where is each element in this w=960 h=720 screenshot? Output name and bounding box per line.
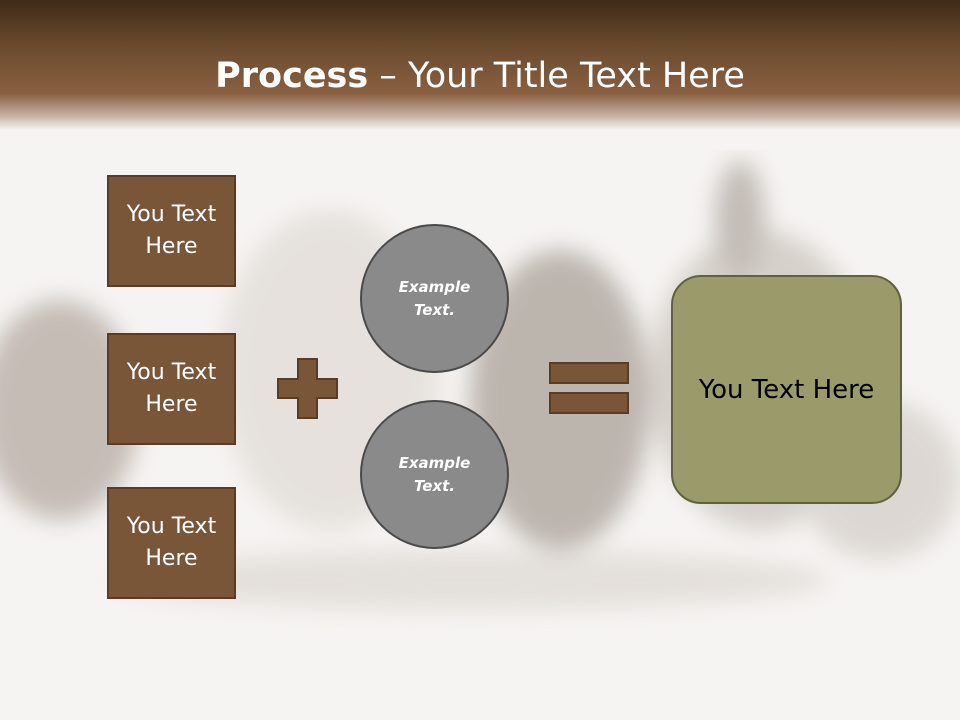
equals-icon [549, 362, 629, 414]
title-bar [0, 0, 960, 130]
slide-title: Process – Your Title Text Here [0, 54, 960, 98]
result-box-label: You Text Here [698, 374, 875, 405]
text-box: You Text Here [107, 333, 236, 445]
text-box-label: You Text Here [126, 202, 217, 259]
example-circle: Example Text. [360, 224, 509, 373]
text-box: You Text Here [107, 175, 236, 287]
result-box: You Text Here [671, 275, 902, 504]
example-circle: Example Text. [360, 400, 509, 549]
text-box: You Text Here [107, 487, 236, 599]
text-box-label: You Text Here [126, 514, 217, 571]
text-box-label: You Text Here [126, 360, 217, 417]
plus-icon [277, 358, 338, 419]
example-circle-label: Example Text. [398, 453, 471, 495]
title-bold: Process [215, 56, 369, 96]
title-rest: – Your Title Text Here [368, 56, 745, 96]
example-circle-label: Example Text. [398, 277, 471, 319]
